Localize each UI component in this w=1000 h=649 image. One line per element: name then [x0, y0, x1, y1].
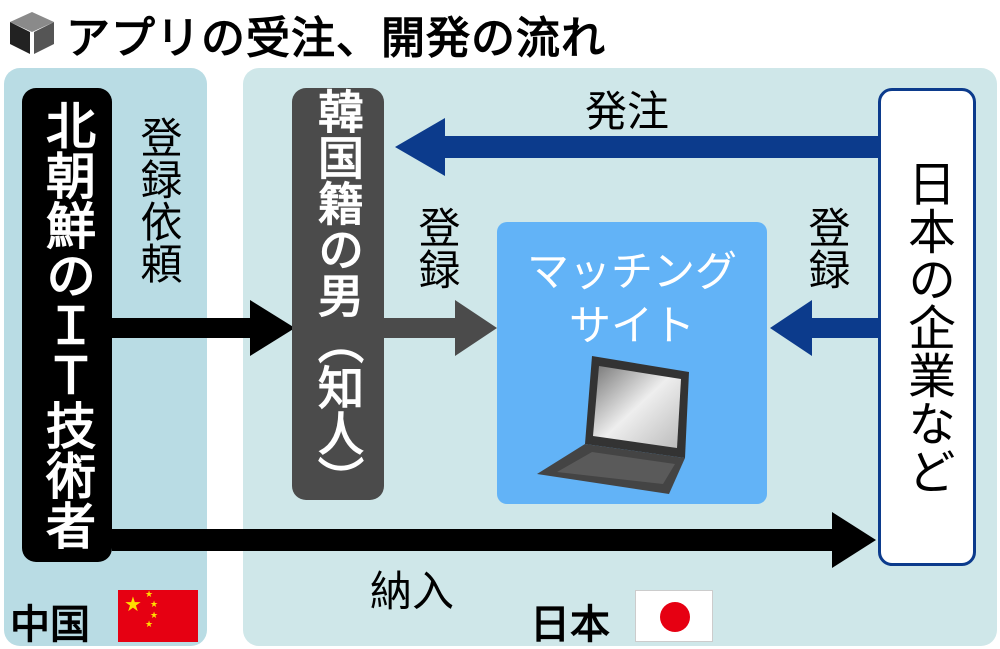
- matching-site-box: マッチング サイト: [497, 222, 767, 504]
- korean-register-arrow: [383, 300, 497, 356]
- cube-icon: [8, 10, 56, 56]
- page-title: アプリの受注、開発の流れ: [66, 13, 606, 64]
- china-flag-icon: ★ ★ ★ ★ ★: [118, 590, 198, 642]
- japan-label: 日本: [530, 602, 610, 648]
- delivery-label: 納入: [370, 567, 455, 616]
- korean-man-box: 韓国籍の男（知人）: [292, 88, 384, 502]
- delivery-arrow: [112, 512, 876, 568]
- matching-site-label-line2: サイト: [568, 301, 695, 350]
- registration-request-arrow: [112, 300, 295, 356]
- company-register-arrow: [770, 300, 880, 356]
- korean-register-label: 登録: [412, 205, 461, 290]
- japan-flag-icon: [635, 590, 713, 642]
- registration-request-label: 登録依頼: [134, 116, 183, 284]
- company-register-label: 登録: [802, 205, 851, 290]
- matching-site-label-line1: マッチング: [526, 247, 737, 296]
- laptop-icon: [537, 356, 689, 494]
- order-label: 発注: [585, 87, 670, 136]
- north-korea-engineer-label: 北朝鮮のＩＴ技術者: [38, 100, 96, 550]
- japanese-company-label: 日本の企業など: [899, 159, 955, 495]
- north-korea-engineer-box: 北朝鮮のＩＴ技術者: [22, 88, 112, 562]
- order-arrow: [395, 118, 880, 176]
- china-label: 中国: [10, 602, 90, 648]
- japanese-company-box: 日本の企業など: [878, 88, 976, 566]
- korean-man-label: 韓国籍の男（知人）: [311, 88, 365, 502]
